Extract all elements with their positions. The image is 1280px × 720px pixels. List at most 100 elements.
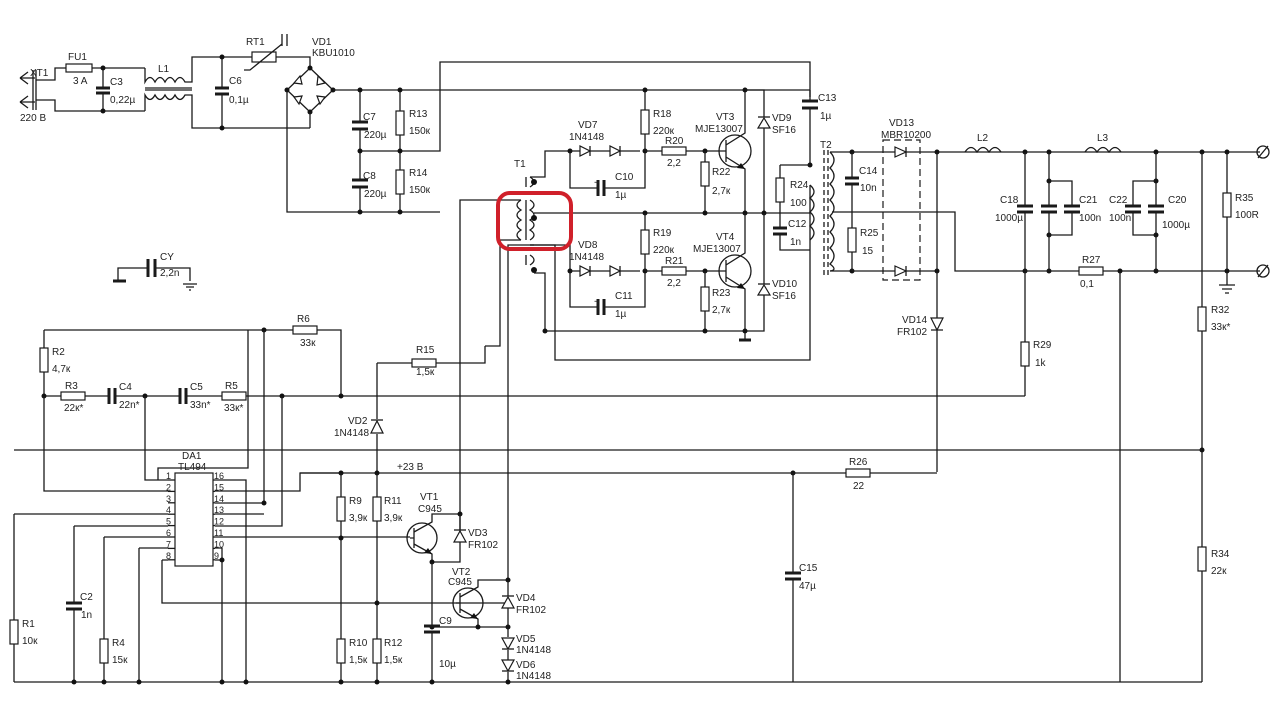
c12-ref: C12 [788, 219, 807, 230]
fu1-value: 3 A [73, 76, 88, 87]
output-terminal-positive[interactable] [1256, 145, 1270, 159]
diode-vd14 [930, 317, 944, 332]
vt3-value: MJE13007 [695, 124, 743, 135]
vd8-ref: VD8 [578, 240, 598, 251]
resistor-r20 [661, 146, 687, 156]
ground-icon [1219, 284, 1235, 294]
resistor-r32 [1197, 306, 1207, 332]
resistor-r14 [395, 169, 405, 195]
c2-value: 1n [81, 610, 92, 621]
supply-23v-label: +23 B [397, 462, 424, 473]
resistor-r23 [700, 286, 710, 312]
vd3-ref: VD3 [468, 528, 488, 539]
r5-ref: R5 [225, 381, 238, 392]
r12-value: 1,5к [384, 655, 403, 666]
t2-ref: T2 [820, 140, 832, 151]
bridge-rectifier-vd1 [286, 67, 334, 113]
c22-value: 100n [1109, 213, 1131, 224]
c12-value: 1n [790, 237, 801, 248]
da1-pin-2: 2 [166, 482, 171, 492]
capacitor-c13 [802, 99, 818, 110]
r2-ref: R2 [52, 347, 65, 358]
vt4-value: MJE13007 [693, 244, 741, 255]
r15-ref: R15 [416, 345, 435, 356]
r14-value: 150к [409, 185, 431, 196]
driver-stage: R15 1,5к VD2 1N4148 +23 B R26 22 C15 47µ… [14, 345, 1202, 685]
cy-value: 2,2n [160, 268, 179, 279]
c20-value: 1000µ [1162, 220, 1190, 231]
capacitor-c15 [785, 571, 801, 581]
diode-vd4 [500, 595, 516, 609]
capacitor-c18 [1017, 204, 1033, 214]
da1-pin-16: 16 [214, 471, 224, 481]
da1-value: TL494 [178, 462, 207, 473]
capacitor-c5 [178, 388, 188, 404]
c8-value: 220µ [364, 189, 387, 200]
input-section: XT1 220 B FU1 3 A C3 0,22µ L1 C6 0,1µ RT… [19, 34, 440, 213]
da1-ref: DA1 [182, 451, 202, 462]
resistor-r26 [845, 468, 871, 478]
fu1-ref: FU1 [68, 52, 87, 63]
ic-tl494 [174, 472, 214, 567]
r22-ref: R22 [712, 167, 731, 178]
c18-ref: C18 [1000, 195, 1019, 206]
r9-ref: R9 [349, 496, 362, 507]
da1-pin-7: 7 [166, 539, 171, 549]
r35-value: 100R [1235, 210, 1259, 221]
diode-vd6 [500, 659, 516, 673]
resistor-r18 [640, 109, 650, 135]
r24-ref: R24 [790, 180, 809, 191]
c9-value: 10µ [439, 659, 456, 670]
r6-ref: R6 [297, 314, 310, 325]
r12-ref: R12 [384, 638, 403, 649]
xt1-value: 220 B [20, 113, 46, 124]
r10-ref: R10 [349, 638, 368, 649]
vt1-ref: VT1 [420, 492, 439, 503]
r21-value: 2,2 [667, 278, 681, 289]
r20-ref: R20 [665, 136, 684, 147]
vt3-ref: VT3 [716, 112, 735, 123]
capacitor-c12 [773, 226, 787, 236]
vd5-value: 1N4148 [516, 645, 551, 656]
vd13-ref: VD13 [889, 118, 914, 129]
r29-ref: R29 [1033, 340, 1052, 351]
c15-value: 47µ [799, 581, 816, 592]
r11-ref: R11 [384, 496, 402, 507]
c21-value: 100n [1079, 213, 1101, 224]
c2-ref: C2 [80, 592, 93, 603]
capacitor-c20-c22 [1125, 204, 1164, 214]
c14-value: 10n [860, 183, 877, 194]
da1-pin-14: 14 [214, 494, 224, 504]
diode-vd7b [609, 145, 622, 157]
diode-vd8a [579, 265, 592, 277]
error-amp-network: CY 2,2n R6 33к R2 4,7к R3 22к* C4 22n* C… [39, 252, 1025, 527]
diode-vd5 [500, 637, 516, 651]
vd7-value: 1N4148 [569, 132, 604, 143]
output-terminal-negative[interactable] [1256, 264, 1270, 278]
r34-ref: R34 [1211, 549, 1230, 560]
da1-pin-11: 11 [214, 528, 223, 538]
vd9-value: SF16 [772, 125, 796, 136]
transistor-vt1 [406, 522, 438, 554]
fuse-fu1 [65, 63, 93, 73]
r18-ref: R18 [653, 109, 672, 120]
inductor-l2 [964, 146, 1002, 154]
l1-ref: L1 [158, 64, 170, 75]
da1-pin-6: 6 [166, 528, 171, 538]
r27-value: 0,1 [1080, 279, 1094, 290]
c21-ref: C21 [1079, 195, 1098, 206]
resistor-r19 [640, 229, 650, 255]
capacitor-c10 [596, 180, 606, 196]
thermistor-rt1 [251, 51, 277, 63]
r1-value: 10к [22, 636, 38, 647]
da1-pin-4: 4 [166, 505, 171, 515]
r35-ref: R35 [1235, 193, 1254, 204]
vd1-ref: VD1 [312, 37, 332, 48]
r22-value: 2,7к [712, 186, 731, 197]
c3-ref: C3 [110, 77, 123, 88]
transistor-vt3 [718, 134, 752, 168]
capacitor-c3 [96, 86, 110, 95]
diode-vd10 [756, 283, 772, 296]
r3-value: 22к* [64, 403, 83, 414]
r29-value: 1k [1035, 358, 1047, 369]
